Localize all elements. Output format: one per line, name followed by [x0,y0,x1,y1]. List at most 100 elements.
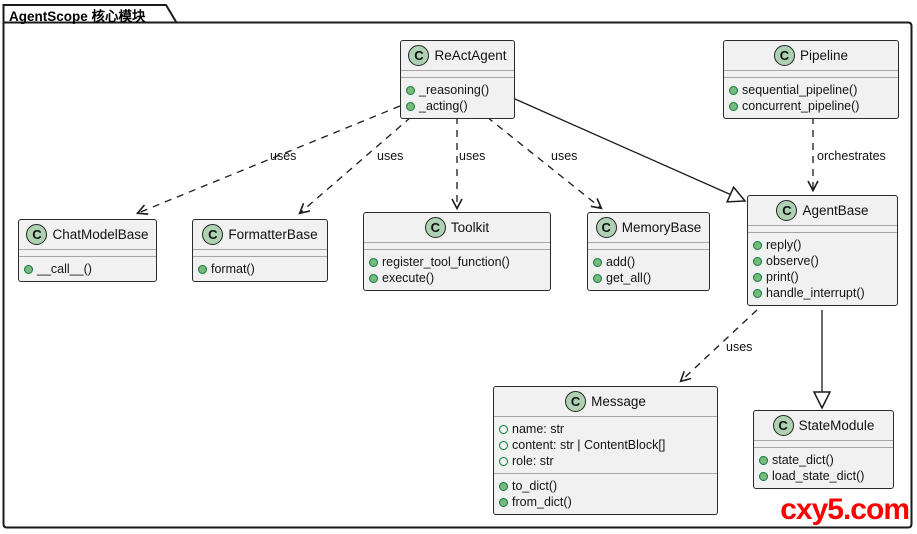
method-row: execute() [364,270,550,286]
method-row: concurrent_pipeline() [724,98,898,114]
class-icon: C [202,224,224,245]
method-label: sequential_pipeline() [742,83,858,97]
method-label: from_dict() [512,495,572,509]
method-row: get_all() [588,270,709,286]
class-formatterbase: C FormatterBase format() [192,219,328,282]
field-row: content: str | ContentBlock[] [494,437,717,453]
method-icon [24,264,33,274]
method-icon [753,256,762,266]
method-icon [593,273,602,283]
class-header: C StateModule [754,411,893,440]
method-row: state_dict() [754,452,893,468]
field-row: role: str [494,453,717,469]
method-icon [729,101,738,111]
class-name: StateModule [798,418,875,433]
method-row: handle_interrupt() [748,285,897,301]
methods-compartment: to_dict() from_dict() [494,474,717,514]
separator [19,256,156,257]
class-name: MemoryBase [621,220,702,235]
class-name: Toolkit [450,220,490,235]
separator [494,473,717,474]
class-agentbase: C AgentBase reply() observe() print() ha… [747,195,898,306]
class-name: FormatterBase [228,227,318,242]
class-icon: C [772,415,794,436]
edge-label-uses-toolkit: uses [459,149,486,163]
class-icon: C [26,224,48,245]
method-icon [369,273,378,283]
separator [754,447,893,448]
method-icon [198,264,207,274]
method-row: reply() [748,237,897,253]
field-label: name: str [512,422,565,436]
method-row: __call__() [19,261,156,277]
class-pipeline: C Pipeline sequential_pipeline() concurr… [723,40,899,119]
separator [754,440,893,441]
field-label: content: str | ContentBlock[] [512,438,666,452]
methods-compartment: state_dict() load_state_dict() [754,448,893,488]
class-statemodule: C StateModule state_dict() load_state_di… [753,410,894,489]
field-icon [499,456,508,466]
method-label: observe() [766,254,819,268]
method-icon [729,85,738,95]
class-icon: C [776,200,798,221]
methods-compartment: register_tool_function() execute() [364,250,550,290]
method-icon [753,288,762,298]
method-label: concurrent_pipeline() [742,99,860,113]
attributes-compartment: name: str content: str | ContentBlock[] … [494,417,717,473]
methods-compartment: __call__() [19,257,156,281]
method-icon [753,272,762,282]
method-row: sequential_pipeline() [724,82,898,98]
method-icon [369,257,378,267]
method-icon [593,257,602,267]
method-label: add() [606,255,636,269]
separator [364,249,550,250]
field-row: name: str [494,421,717,437]
class-icon: C [565,391,587,412]
separator [401,77,514,78]
method-label: reply() [766,238,802,252]
methods-compartment: sequential_pipeline() concurrent_pipelin… [724,78,898,118]
separator [588,242,709,243]
method-label: format() [211,262,255,276]
edge-reactagent-agentbase-inheritance [514,98,747,203]
class-name: Message [591,394,646,409]
method-row: load_state_dict() [754,468,893,484]
method-label: state_dict() [772,453,834,467]
class-name: ChatModelBase [52,227,149,242]
class-header: C Toolkit [364,213,550,242]
method-icon [499,497,508,507]
separator [193,256,327,257]
method-label: _acting() [419,99,468,113]
separator [193,249,327,250]
method-label: get_all() [606,271,652,285]
method-icon [759,471,768,481]
method-label: __call__() [37,262,92,276]
separator [494,416,717,417]
separator [401,70,514,71]
class-name: AgentBase [802,203,869,218]
class-icon: C [424,217,446,238]
edge-label-uses-formatterbase: uses [377,149,404,163]
frame-border [2,4,913,529]
method-icon [406,85,415,95]
separator [748,232,897,233]
class-memorybase: C MemoryBase add() get_all() [587,212,710,291]
method-label: _reasoning() [419,83,490,97]
method-row: from_dict() [494,494,717,510]
edge-agentbase-message [679,309,758,383]
class-toolkit: C Toolkit register_tool_function() execu… [363,212,551,291]
method-label: print() [766,270,799,284]
frame-title: AgentScope 核心模块 [9,9,146,24]
method-label: handle_interrupt() [766,286,865,300]
class-message: C Message name: str content: str | Conte… [493,386,718,515]
class-name: Pipeline [799,48,849,63]
method-row: format() [193,261,327,277]
method-row: register_tool_function() [364,254,550,270]
method-icon [753,240,762,250]
edge-label-uses-message: uses [726,340,753,354]
class-icon: C [408,45,430,66]
watermark-text: cxy5.com [780,493,910,526]
class-icon: C [773,45,795,66]
